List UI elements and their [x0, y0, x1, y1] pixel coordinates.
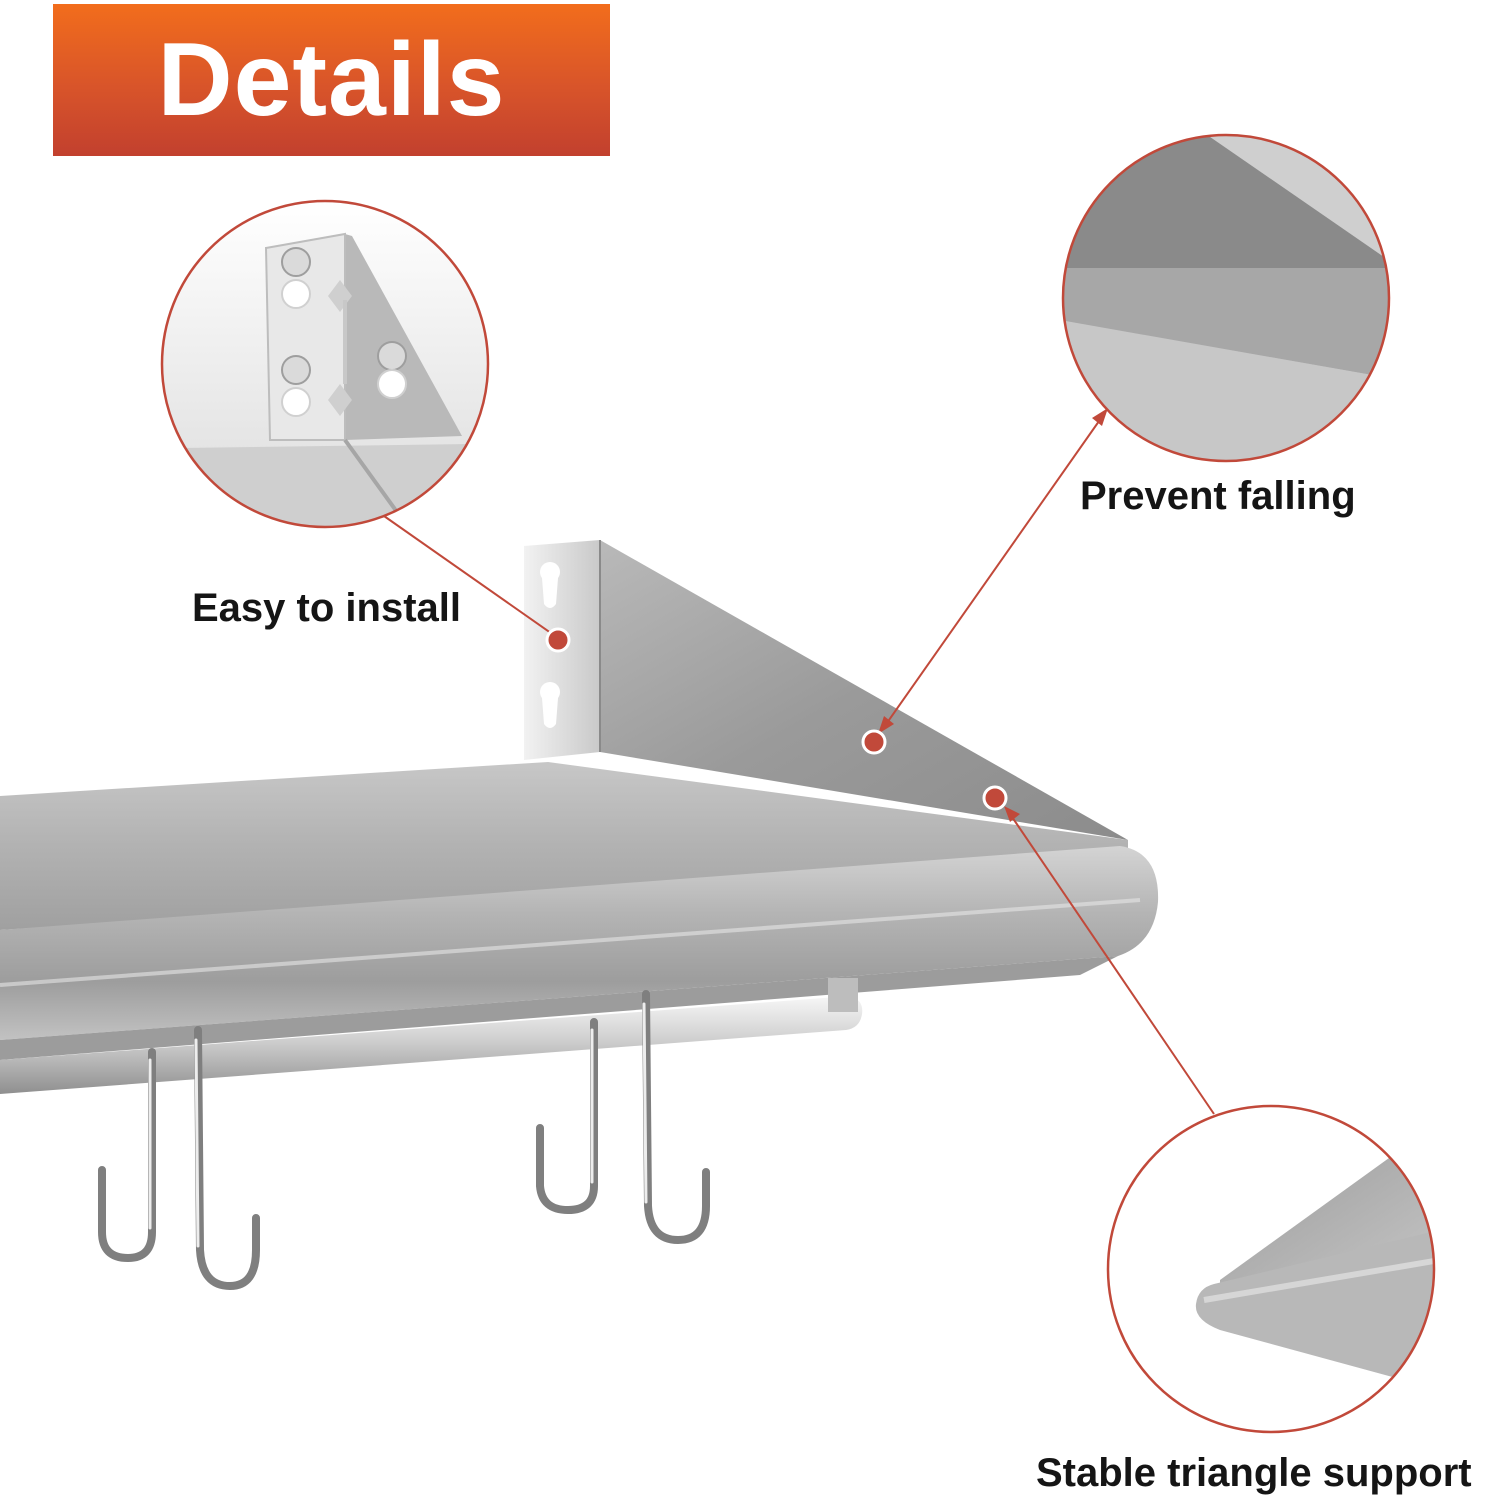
callout-dots [545, 627, 1008, 811]
s-hook-icon [642, 990, 710, 1245]
s-hook-icon [98, 1048, 156, 1263]
callout-connectors [383, 408, 1215, 1115]
shelf-body [0, 540, 1159, 1291]
callout-label-prevent-falling: Prevent falling [1080, 474, 1356, 518]
shelf-surface [0, 762, 1128, 930]
banner-title: Details [157, 22, 506, 138]
rolled-edge-closeup-icon [1106, 1104, 1436, 1434]
callout-label-easy-install: Easy to install [192, 586, 461, 630]
triangle-bracket [600, 540, 1128, 840]
callout-label-stable-support: Stable triangle support [1036, 1451, 1472, 1495]
keyhole-slot-icon [540, 562, 560, 608]
hooks [98, 990, 710, 1291]
keyhole-slot-icon [540, 682, 560, 728]
bracket-closeup-icon [160, 199, 490, 529]
s-hook-icon [194, 1026, 260, 1291]
shelf-edge-closeup-icon [1061, 133, 1391, 463]
s-hook-icon [536, 1018, 598, 1215]
details-banner: Details [53, 4, 610, 156]
